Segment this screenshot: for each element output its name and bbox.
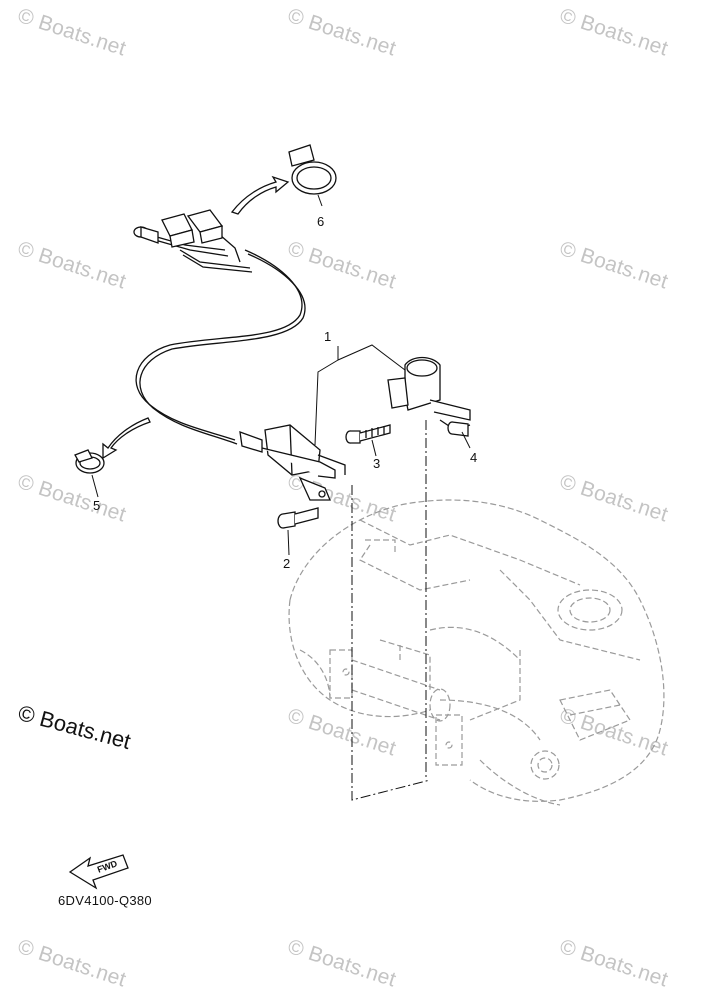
callout-5: 5 xyxy=(93,498,101,513)
arrow-to-clamp-6 xyxy=(230,175,290,215)
bolt-2 xyxy=(277,507,319,529)
callout-1: 1 xyxy=(324,329,332,344)
callout-2: 2 xyxy=(283,556,291,571)
pin-4 xyxy=(447,421,469,437)
hose-clamp-6 xyxy=(288,144,337,195)
callout-4: 4 xyxy=(470,450,478,465)
leader-lines xyxy=(91,194,471,556)
callout-6: 6 xyxy=(317,214,325,229)
sensor-holder xyxy=(387,356,471,431)
bolt-3 xyxy=(345,424,391,444)
callout-3: 3 xyxy=(373,456,381,471)
arrow-to-clamp-5 xyxy=(102,417,151,460)
trim-sensor-switch xyxy=(239,424,346,501)
hose-clamp-5 xyxy=(74,449,105,474)
outboard-bracket-ghost xyxy=(288,499,665,806)
harness-connectors xyxy=(133,209,224,248)
alignment-lines xyxy=(351,420,431,801)
fwd-arrow-icon: FWD xyxy=(68,854,129,890)
wire-harness xyxy=(135,234,306,445)
mount-rod-ghost xyxy=(329,639,463,766)
diagram-code: 6DV4100-Q380 xyxy=(58,893,152,908)
